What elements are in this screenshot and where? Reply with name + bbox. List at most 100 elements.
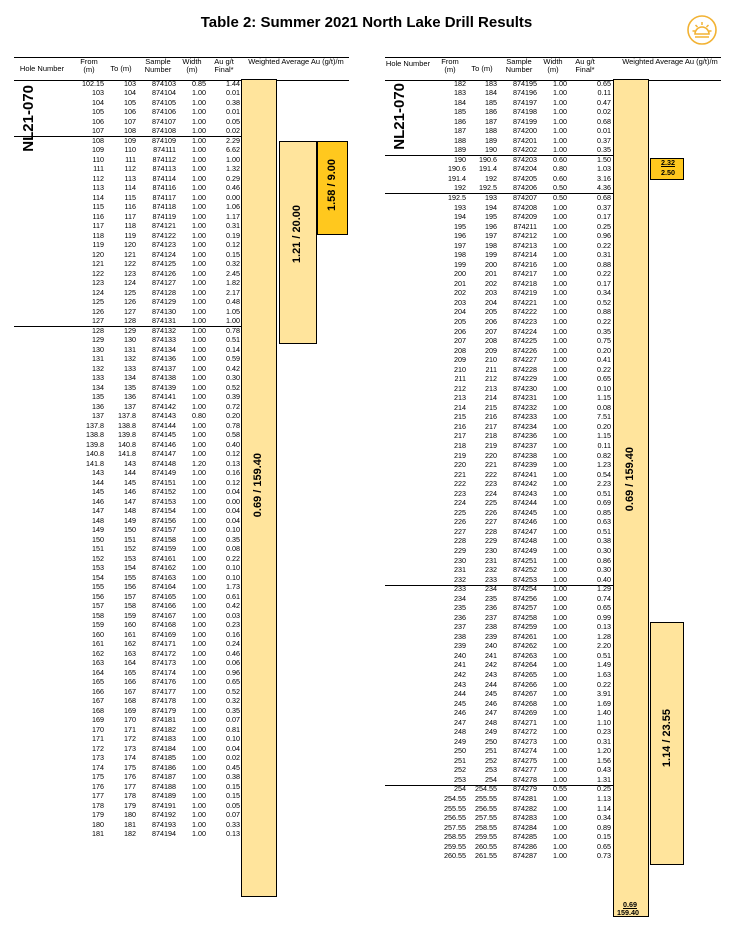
from-cell: 103 bbox=[92, 88, 104, 97]
from-cell: 125 bbox=[92, 297, 104, 306]
to-cell: 159 bbox=[124, 610, 136, 620]
header-au: Au g/t Final* bbox=[575, 57, 595, 74]
au-cell: 4.36 bbox=[597, 183, 611, 193]
width-cell: 0.80 bbox=[553, 164, 567, 174]
width-cell: 1.00 bbox=[192, 259, 206, 268]
sample-cell: 874238 bbox=[513, 450, 537, 460]
au-cell: 0.61 bbox=[226, 591, 240, 601]
width-cell: 1.00 bbox=[553, 479, 567, 489]
width-cell: 1.00 bbox=[192, 354, 206, 363]
header-width: Width (m) bbox=[543, 57, 563, 74]
width-cell: 1.00 bbox=[192, 515, 206, 525]
au-cell: 0.32 bbox=[226, 259, 240, 268]
to-cell: 191.4 bbox=[479, 164, 497, 174]
to-cell: 179 bbox=[124, 800, 136, 810]
from-cell: 107 bbox=[92, 126, 104, 135]
sample-cell: 874171 bbox=[152, 639, 176, 648]
width-cell: 1.00 bbox=[553, 345, 567, 355]
from-cell: 115 bbox=[92, 202, 104, 211]
width-cell: 1.00 bbox=[553, 393, 567, 403]
to-cell: 113 bbox=[124, 173, 136, 183]
from-cell: 225 bbox=[454, 507, 466, 517]
to-cell: 215 bbox=[485, 402, 497, 412]
to-cell: 195 bbox=[485, 212, 497, 222]
to-cell: 130 bbox=[124, 335, 136, 344]
sample-cell: 874129 bbox=[152, 297, 176, 306]
to-cell: 198 bbox=[485, 240, 497, 250]
sample-cell: 874134 bbox=[152, 344, 176, 354]
to-cell: 163 bbox=[124, 648, 136, 658]
sample-cell: 874224 bbox=[513, 326, 537, 336]
au-cell: 0.25 bbox=[597, 221, 611, 231]
width-cell: 1.00 bbox=[192, 306, 206, 316]
from-cell: 132 bbox=[92, 363, 104, 373]
au-cell: 0.05 bbox=[226, 116, 240, 126]
sample-cell: 874143 bbox=[152, 411, 176, 420]
from-cell: 228 bbox=[454, 536, 466, 546]
from-cell: 204 bbox=[454, 307, 466, 317]
page-title: Table 2: Summer 2021 North Lake Drill Re… bbox=[200, 14, 533, 31]
sample-cell: 874105 bbox=[152, 97, 176, 107]
interval-divider bbox=[385, 155, 613, 157]
from-cell: 244 bbox=[454, 689, 466, 699]
sample-cell: 874195 bbox=[513, 78, 537, 88]
au-cell: 0.11 bbox=[597, 88, 611, 98]
width-cell: 1.00 bbox=[553, 765, 567, 775]
sample-cell: 874207 bbox=[513, 192, 537, 202]
au-cell: 0.04 bbox=[226, 743, 240, 753]
from-cell: 143 bbox=[92, 468, 104, 477]
header-from: From (m) bbox=[80, 57, 98, 74]
to-cell: 135 bbox=[124, 382, 136, 392]
sample-cell: 874209 bbox=[513, 212, 537, 222]
au-cell: 0.69 bbox=[597, 498, 611, 508]
from-cell: 227 bbox=[454, 526, 466, 536]
sample-cell: 874131 bbox=[152, 316, 176, 325]
sample-cell: 874216 bbox=[513, 259, 537, 269]
from-cell: 220 bbox=[454, 460, 466, 470]
to-cell: 223 bbox=[485, 479, 497, 489]
sample-cell: 874118 bbox=[152, 202, 176, 211]
to-cell: 131 bbox=[124, 344, 136, 354]
from-cell: 134 bbox=[92, 382, 104, 392]
to-cell: 249 bbox=[485, 727, 497, 737]
au-cell: 0.12 bbox=[226, 240, 240, 249]
au-cell: 1.10 bbox=[597, 717, 611, 727]
from-cell: 183 bbox=[454, 88, 466, 98]
to-cell: 207 bbox=[485, 326, 497, 336]
sample-cell: 874249 bbox=[513, 545, 537, 555]
to-cell: 122 bbox=[124, 259, 136, 268]
au-cell: 0.52 bbox=[226, 382, 240, 392]
width-cell: 1.00 bbox=[553, 221, 567, 231]
from-cell: 223 bbox=[454, 488, 466, 498]
au-cell: 0.04 bbox=[226, 506, 240, 515]
from-cell: 146 bbox=[92, 496, 104, 506]
from-cell: 122 bbox=[92, 268, 104, 278]
width-cell: 1.00 bbox=[553, 469, 567, 479]
au-cell: 0.15 bbox=[226, 781, 240, 791]
au-cell: 0.65 bbox=[597, 374, 611, 384]
sample-cell: 874267 bbox=[513, 689, 537, 699]
width-cell: 1.00 bbox=[192, 810, 206, 819]
sample-cell: 874164 bbox=[152, 582, 176, 591]
au-cell: 0.02 bbox=[226, 126, 240, 135]
table-header: Hole Number From (m) To (m) Sample Numbe… bbox=[14, 57, 349, 81]
from-cell: 235 bbox=[454, 603, 466, 613]
sample-cell: 874226 bbox=[513, 345, 537, 355]
to-cell: 236 bbox=[485, 603, 497, 613]
from-cell: 162 bbox=[92, 648, 104, 658]
to-cell: 147 bbox=[124, 496, 136, 506]
